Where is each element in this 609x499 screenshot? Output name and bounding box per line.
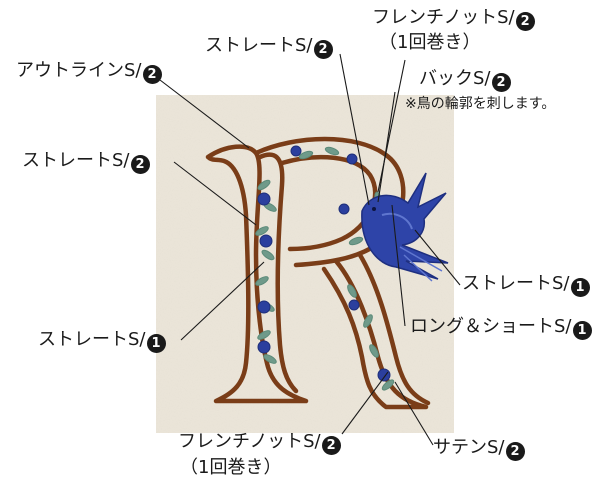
- number-badge: 1: [570, 278, 590, 297]
- number-badge: 2: [313, 40, 333, 59]
- label-straight-right: ストレートS/1: [462, 274, 590, 297]
- label-french-knot-bottom: フレンチノットS/2: [178, 432, 341, 455]
- number-badge: 1: [146, 334, 166, 353]
- number-badge: 1: [572, 321, 592, 340]
- label-outline: アウトラインS/2: [16, 61, 162, 84]
- label-back-note: ※鳥の輪郭を刺します。: [405, 96, 556, 112]
- label-long-short: ロング＆ショートS/1: [410, 317, 592, 340]
- number-badge: 2: [130, 155, 150, 174]
- embroidered-letter-r: [156, 95, 454, 433]
- number-badge: 2: [491, 73, 511, 92]
- label-french-knot-bottom-note: （1回巻き）: [180, 457, 282, 478]
- label-straight-lower-left: ストレートS/1: [38, 330, 166, 353]
- number-badge: 2: [142, 65, 162, 84]
- number-badge: 2: [321, 436, 341, 455]
- label-french-knot-top-note: （1回巻き）: [379, 32, 481, 53]
- number-badge: 2: [515, 12, 535, 31]
- label-straight-left: ストレートS/2: [22, 151, 150, 174]
- label-straight-top: ストレートS/2: [205, 36, 333, 59]
- label-satin: サテンS/2: [433, 438, 525, 461]
- label-back: バックS/2: [419, 69, 511, 92]
- number-badge: 2: [505, 442, 525, 461]
- label-french-knot-top: フレンチノットS/2: [372, 8, 535, 31]
- embroidery-photo: [156, 95, 454, 433]
